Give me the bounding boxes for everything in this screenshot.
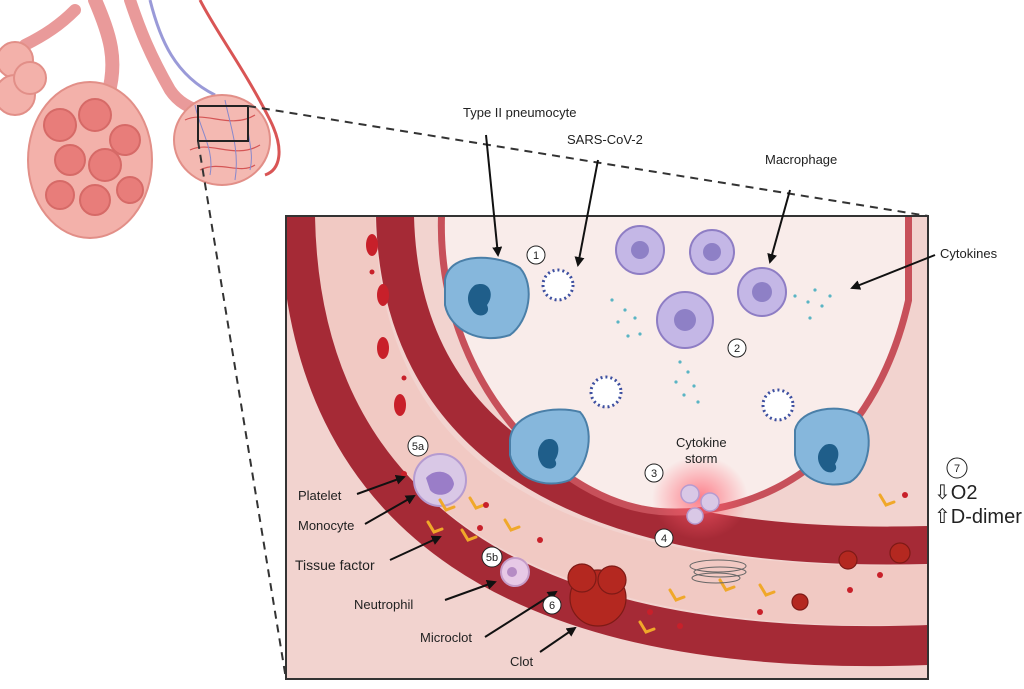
zoom-panel-border (285, 215, 929, 680)
arrow-cytokines (850, 254, 936, 290)
endothelial-breach (689, 559, 747, 584)
arrow-monocyte (364, 495, 416, 525)
alveolar-sac-right (173, 94, 271, 186)
arrow-sars (574, 159, 599, 267)
step-1: 1 (533, 250, 539, 262)
step-5b: 5b (486, 552, 498, 564)
label-sars-cov-2: SARS-CoV-2 (567, 132, 643, 147)
cytokine-storm-glow (652, 456, 748, 540)
outcome-d-dimer: ⇧D-dimer (934, 506, 1022, 528)
step-5a: 5a (412, 441, 425, 453)
step-markers: 1 2 3 4 5a 5b 6 7 (407, 245, 968, 615)
label-monocyte: Monocyte (298, 518, 354, 533)
red-blood-cells (366, 234, 406, 416)
clot-masses (567, 542, 911, 627)
arrow-type2 (485, 134, 503, 257)
label-platelet: Platelet (298, 488, 342, 503)
label-tissue-factor: Tissue factor (295, 557, 375, 573)
zoom-line-top (247, 105, 929, 217)
arrow-neutrophil (444, 580, 497, 601)
label-type-ii-pneumocyte: Type II pneumocyte (463, 105, 576, 120)
blood-lumen (315, 216, 928, 626)
arrow-tissue-factor (389, 535, 442, 561)
label-neutrophil: Neutrophil (354, 597, 413, 612)
zoom-box (197, 105, 249, 142)
sars-cov-2-virions (541, 268, 795, 422)
storm-cells (680, 484, 720, 525)
outcome-o2: ⇩O2 (934, 482, 977, 504)
label-microclot: Microclot (420, 630, 472, 645)
type-ii-pneumocyte-bottom-left (509, 408, 590, 485)
label-cytokine-storm-line2: storm (685, 451, 718, 466)
step-6: 6 (549, 600, 555, 612)
arrow-clot (539, 626, 577, 653)
label-cytokine-storm-line1: Cytokine (676, 435, 727, 450)
step-3: 3 (651, 468, 657, 480)
arrow-microclot (484, 590, 558, 638)
vessel-outer-wall (286, 216, 928, 666)
arrow-platelet (356, 475, 406, 495)
arrow-macrophage (767, 189, 791, 264)
step-7: 7 (954, 463, 960, 475)
label-clot: Clot (510, 654, 534, 669)
label-arrows (356, 134, 936, 653)
zoom-line-bottom (197, 140, 287, 680)
type-ii-pneumocyte-bottom-right (794, 407, 870, 486)
monocyte-cell (413, 453, 467, 507)
step-4: 4 (661, 533, 667, 545)
label-macrophage: Macrophage (765, 152, 837, 167)
step-2: 2 (734, 343, 740, 355)
alveolar-sac-middle (27, 81, 153, 239)
label-cytokines: Cytokines (940, 246, 998, 261)
cytokine-particles (610, 288, 832, 404)
alveolar-sac-left (0, 41, 47, 116)
macrophage-nuclei (631, 241, 772, 331)
type-ii-pneumocyte-top (444, 256, 530, 340)
neutrophil-cell (500, 557, 530, 587)
